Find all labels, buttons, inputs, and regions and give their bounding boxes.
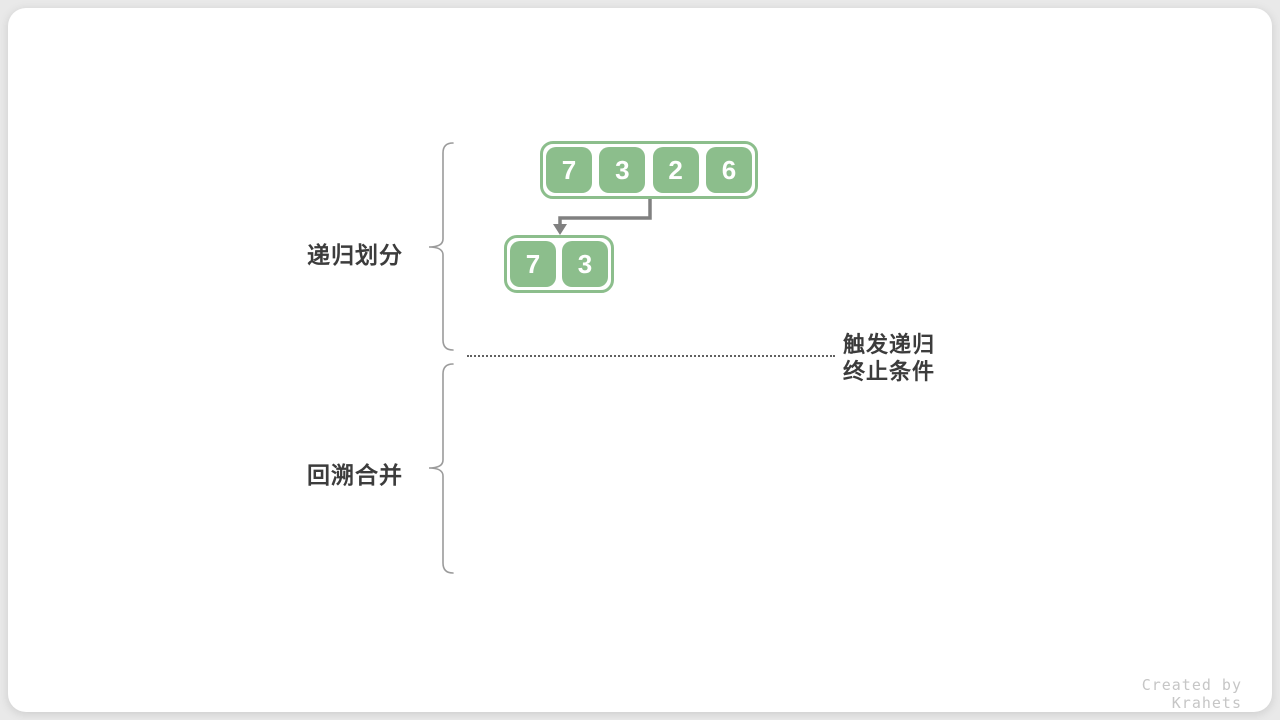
diagram-card <box>8 8 1272 712</box>
array-cell: 7 <box>510 241 556 287</box>
array-cell: 3 <box>562 241 608 287</box>
array-cell: 7 <box>546 147 592 193</box>
array-cell: 6 <box>705 147 752 193</box>
array-sub: 7 3 <box>504 235 614 293</box>
label-trigger-line2: 终止条件 <box>843 359 936 384</box>
label-recursive-divide: 递归划分 <box>307 242 403 268</box>
label-trigger-line1: 触发递归 <box>843 332 936 357</box>
footer-credit: Created by Krahets <box>1141 676 1242 712</box>
array-cell: 2 <box>652 147 699 193</box>
label-backtrack-merge: 回溯合并 <box>307 462 403 488</box>
array-main: 7 3 2 6 <box>540 141 758 199</box>
termination-dotted-line <box>467 355 835 357</box>
label-trigger-termination: 触发递归 终止条件 <box>843 331 935 385</box>
array-cell: 3 <box>599 147 646 193</box>
